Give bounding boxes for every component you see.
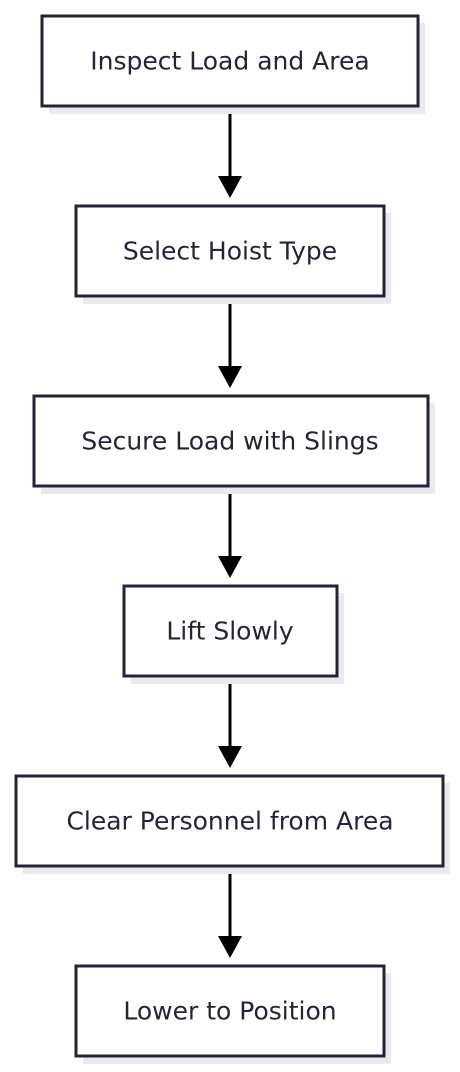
node-label: Secure Load with Slings <box>81 427 378 456</box>
node-label: Lift Slowly <box>166 617 293 646</box>
node-label: Lower to Position <box>123 997 336 1026</box>
node-inspect-load-and-area: Inspect Load and Area <box>40 14 425 114</box>
node-clear-personnel-from-area: Clear Personnel from Area <box>14 774 450 874</box>
node-select-hoist-type: Select Hoist Type <box>74 204 391 304</box>
edge-clear-to-lower <box>218 866 242 958</box>
node-label: Inspect Load and Area <box>90 47 369 76</box>
edge-select-to-secure <box>218 296 242 388</box>
node-secure-load-with-slings: Secure Load with Slings <box>32 394 435 494</box>
edge-inspect-to-select <box>218 106 242 198</box>
node-lift-slowly: Lift Slowly <box>122 584 344 684</box>
edge-secure-to-lift <box>218 486 242 578</box>
node-label: Clear Personnel from Area <box>66 807 393 836</box>
node-label: Select Hoist Type <box>123 237 337 266</box>
edge-lift-to-clear <box>218 676 242 768</box>
node-lower-to-position: Lower to Position <box>74 964 391 1064</box>
